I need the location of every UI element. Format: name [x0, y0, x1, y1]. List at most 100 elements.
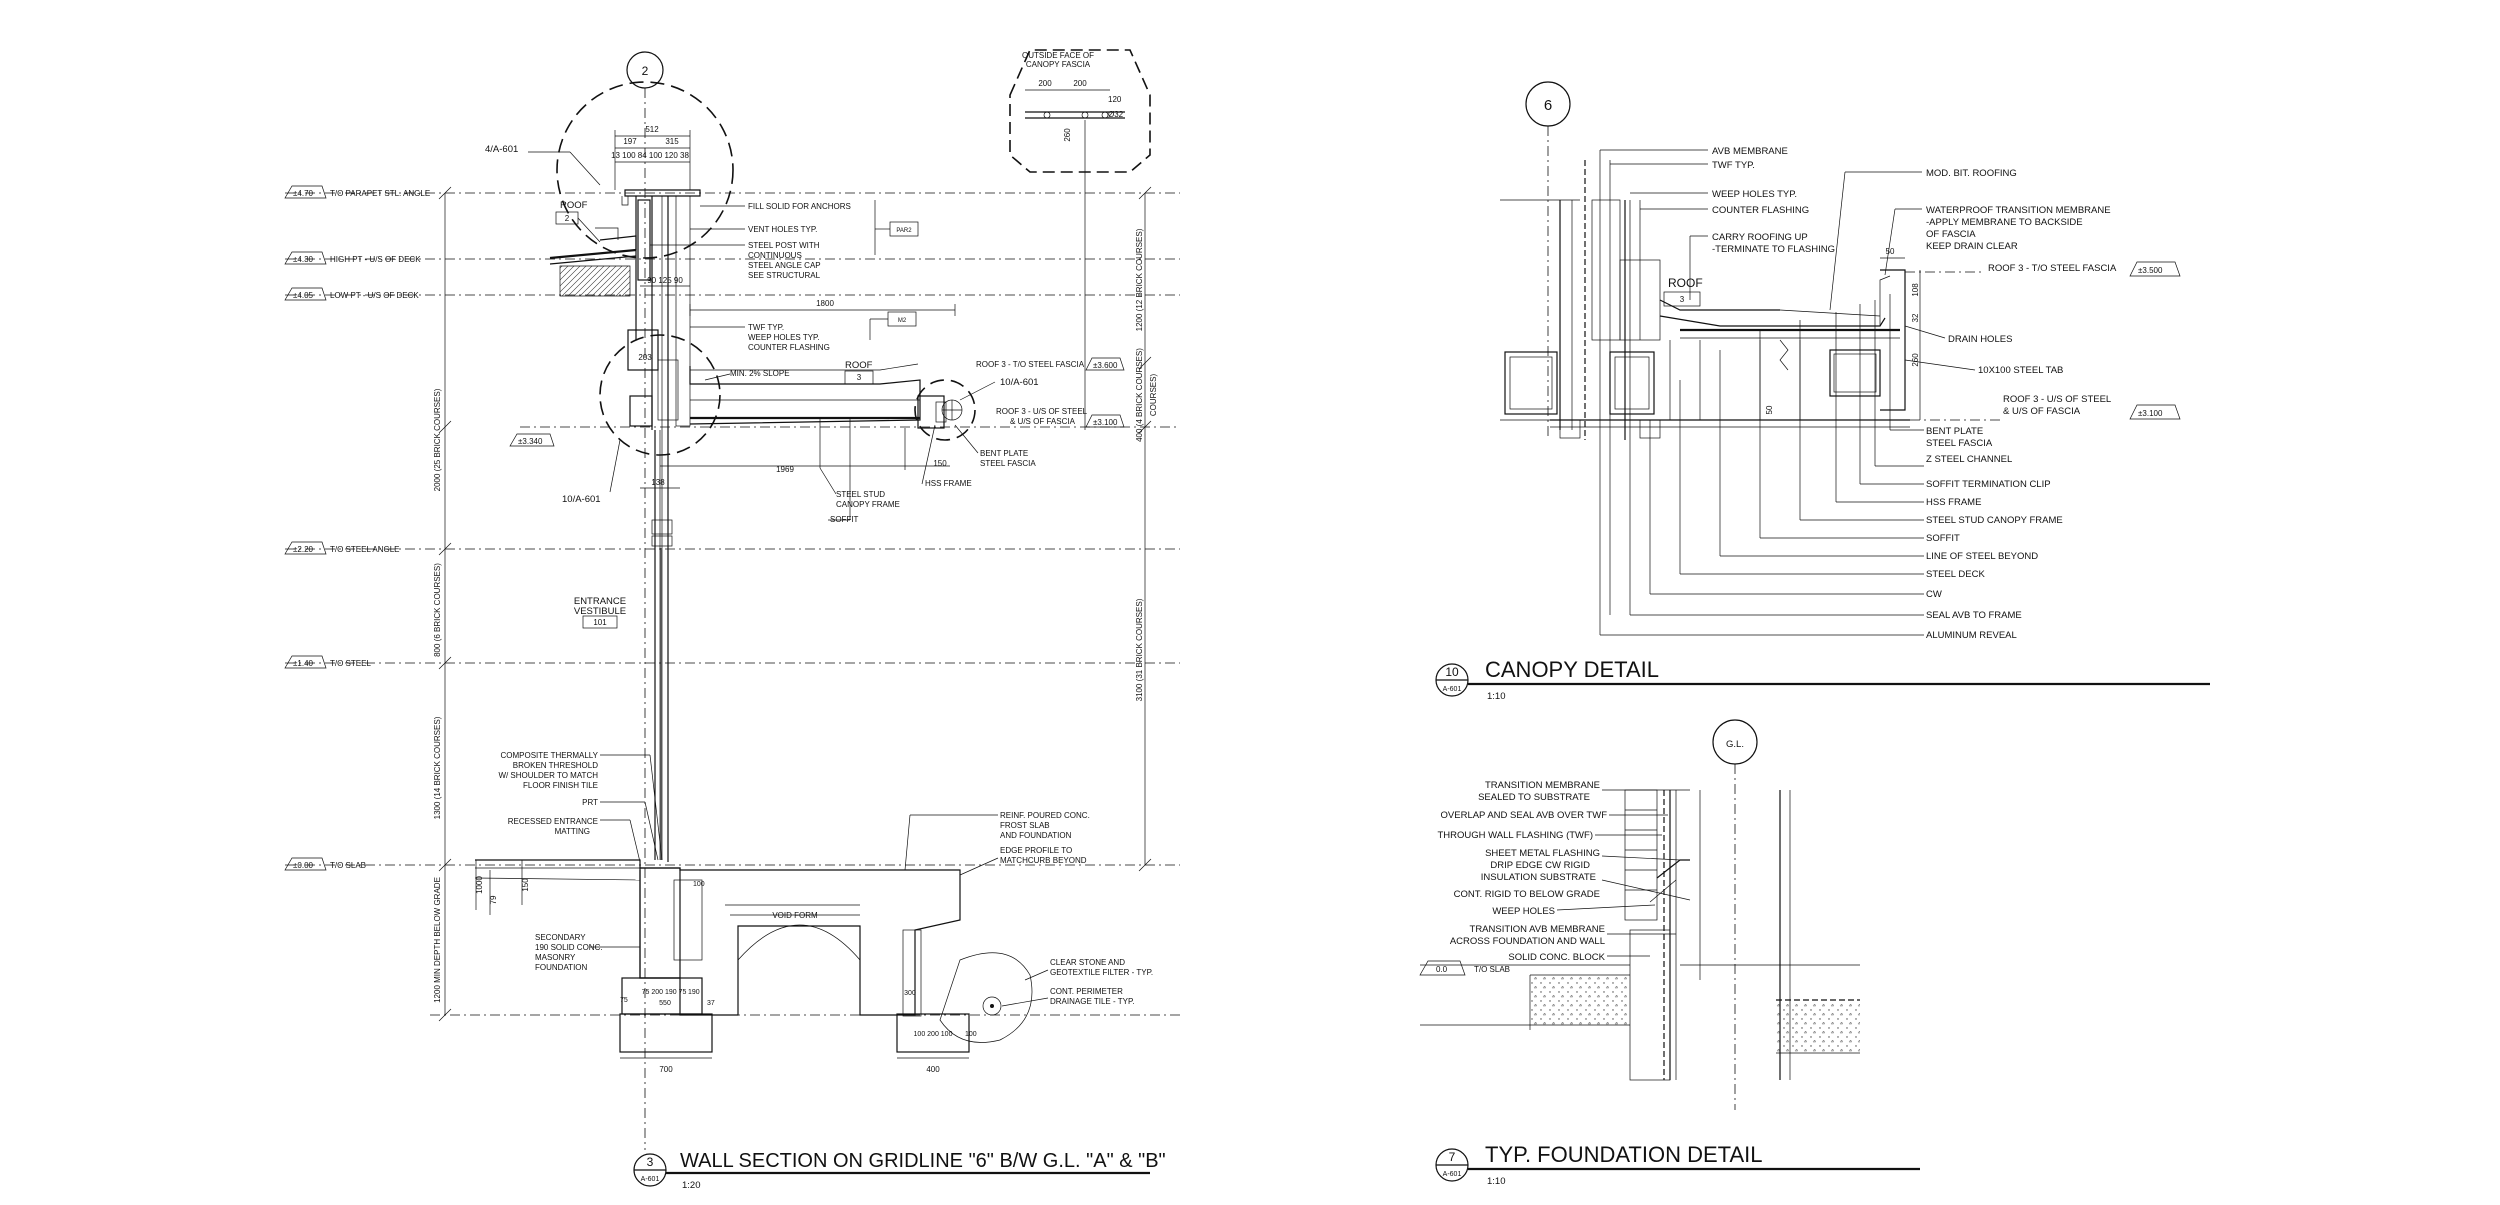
svg-text:MATTING: MATTING	[555, 827, 590, 836]
svg-text:FOUNDATION: FOUNDATION	[535, 963, 588, 972]
svg-text:ROOF 3 - T/O STEEL FASCIA: ROOF 3 - T/O STEEL FASCIA	[1988, 263, 2117, 274]
svg-text:EDGE PROFILE TO: EDGE PROFILE TO	[1000, 846, 1072, 855]
svg-text:VOID FORM: VOID FORM	[772, 911, 818, 920]
svg-text:ENTRANCE: ENTRANCE	[574, 596, 626, 607]
canopy-title-sheet: A-601	[1443, 686, 1462, 693]
svg-text:SOFFIT: SOFFIT	[830, 515, 859, 524]
svg-text:±4.05: ±4.05	[293, 291, 314, 300]
svg-text:VESTIBULE: VESTIBULE	[574, 606, 626, 617]
svg-text:ROOF: ROOF	[845, 360, 873, 371]
svg-text:COUNTER FLASHING: COUNTER FLASHING	[748, 343, 830, 352]
svg-text:190 SOLID CONC.: 190 SOLID CONC.	[535, 943, 603, 952]
right-dimensions: 1200 (12 BRICK COURSES) 400 (4 BRICK COU…	[1135, 186, 1158, 872]
svg-text:KEEP DRAIN CLEAR: KEEP DRAIN CLEAR	[1926, 241, 2018, 252]
level-tag-low: ±4.05 LOW PT - U/S OF DECK	[284, 287, 419, 301]
threshold-notes: COMPOSITE THERMALLY BROKEN THRESHOLD W/ …	[498, 751, 663, 863]
svg-text:0.0: 0.0	[1436, 965, 1448, 974]
svg-text:50: 50	[1886, 247, 1895, 256]
svg-text:VENT HOLES TYP.: VENT HOLES TYP.	[748, 225, 817, 234]
foundation-bubble: G.L.	[1726, 739, 1744, 750]
svg-text:512: 512	[645, 125, 659, 134]
title-text: WALL SECTION ON GRIDLINE "6" B/W G.L. "A…	[680, 1150, 1166, 1172]
level-lines	[285, 192, 1180, 1016]
svg-text:AVB MEMBRANE: AVB MEMBRANE	[1712, 146, 1788, 157]
callout-circle-right	[914, 379, 976, 441]
svg-text:315: 315	[665, 137, 679, 146]
svg-text:WEEP HOLES TYP.: WEEP HOLES TYP.	[1712, 189, 1797, 200]
title-block-foundation: 7 A-601 TYP. FOUNDATION DETAIL 1:10	[1435, 1142, 1920, 1187]
callout-ref-2: 10/A-601	[562, 494, 601, 505]
svg-text:T/O STEEL ANGLE: T/O STEEL ANGLE	[330, 545, 400, 554]
svg-text:OVERLAP AND SEAL AVB OVER TWF: OVERLAP AND SEAL AVB OVER TWF	[1441, 810, 1608, 821]
svg-text:1000: 1000	[475, 876, 484, 894]
roof-label: ROOF	[560, 200, 588, 211]
svg-text:2000 (25 BRICK COURSES): 2000 (25 BRICK COURSES)	[433, 388, 442, 491]
svg-text:1200 (12 BRICK COURSES): 1200 (12 BRICK COURSES)	[1135, 228, 1144, 331]
svg-text:WATERPROOF TRANSITION MEMBRANE: WATERPROOF TRANSITION MEMBRANE	[1926, 205, 2111, 216]
foundation-slab	[1420, 964, 1860, 1054]
svg-text:200: 200	[1038, 79, 1052, 88]
grid-bubble-label: 2	[642, 64, 649, 78]
svg-text:CANOPY FRAME: CANOPY FRAME	[836, 500, 900, 509]
svg-text:LINE OF STEEL BEYOND: LINE OF STEEL BEYOND	[1926, 551, 2038, 562]
svg-text:STEEL FASCIA: STEEL FASCIA	[980, 459, 1036, 468]
svg-text:CANOPY FASCIA: CANOPY FASCIA	[1026, 60, 1091, 69]
svg-text:STEEL FASCIA: STEEL FASCIA	[1926, 438, 1993, 449]
svg-text:±2.20: ±2.20	[293, 545, 314, 554]
title-number: 3	[647, 1155, 654, 1169]
svg-text:AND FOUNDATION: AND FOUNDATION	[1000, 831, 1072, 840]
entrance-door	[651, 430, 673, 862]
svg-text:DRAIN HOLES: DRAIN HOLES	[1948, 334, 2012, 345]
left-dimensions: 2000 (25 BRICK COURSES) 800 (6 BRICK COU…	[433, 186, 530, 1022]
svg-text:MIN. 2% SLOPE: MIN. 2% SLOPE	[730, 369, 790, 378]
top-dimensions: 512 197 315 13 100 84 100 120 38 90 125 …	[611, 125, 956, 489]
foundation-notes-list: TRANSITION MEMBRANE SEALED TO SUBSTRATE …	[1437, 780, 1691, 963]
svg-text:108: 108	[1911, 283, 1920, 297]
svg-text:±3.600: ±3.600	[1093, 361, 1118, 370]
svg-text:W/ SHOULDER TO MATCH: W/ SHOULDER TO MATCH	[498, 771, 598, 780]
svg-text:CW: CW	[1926, 589, 1942, 600]
svg-text:THROUGH WALL FLASHING (TWF): THROUGH WALL FLASHING (TWF)	[1437, 830, 1593, 841]
foundation-notes: SECONDARY 190 SOLID CONC. MASONRY FOUNDA…	[535, 811, 1153, 1007]
svg-text:±4.30: ±4.30	[293, 255, 314, 264]
svg-text:BENT PLATE: BENT PLATE	[980, 449, 1028, 458]
svg-text:STEEL DECK: STEEL DECK	[1926, 569, 1985, 580]
svg-text:& U/S OF FASCIA: & U/S OF FASCIA	[1010, 417, 1076, 426]
svg-text:±1.40: ±1.40	[293, 659, 314, 668]
svg-text:CONT. RIGID TO BELOW GRADE: CONT. RIGID TO BELOW GRADE	[1454, 889, 1600, 900]
svg-text:SEALED TO SUBSTRATE: SEALED TO SUBSTRATE	[1478, 792, 1590, 803]
svg-text:OUTSIDE FACE OF: OUTSIDE FACE OF	[1022, 51, 1094, 60]
foundation-title-scale: 1:10	[1487, 1176, 1506, 1187]
svg-text:BROKEN THRESHOLD: BROKEN THRESHOLD	[513, 761, 598, 770]
svg-text:±3.340: ±3.340	[518, 437, 543, 446]
svg-text:203: 203	[638, 353, 652, 362]
svg-text:TWF TYP.: TWF TYP.	[1712, 160, 1755, 171]
svg-text:Z STEEL CHANNEL: Z STEEL CHANNEL	[1926, 454, 2012, 465]
svg-text:REINF. POURED CONC.: REINF. POURED CONC.	[1000, 811, 1090, 820]
svg-text:PAR2: PAR2	[896, 228, 912, 234]
svg-text:T/O SLAB: T/O SLAB	[1474, 965, 1510, 974]
svg-text:197: 197	[623, 137, 637, 146]
canopy-notes-left: AVB MEMBRANE TWF TYP. WEEP HOLES TYP. CO…	[1600, 146, 1835, 300]
svg-text:WEEP HOLES TYP.: WEEP HOLES TYP.	[748, 333, 820, 342]
svg-text:400 (4 BRICK COURSES): 400 (4 BRICK COURSES)	[1135, 348, 1144, 442]
slab-foundation: VOID FORM 700 400 75 200 190 75 190 550 …	[474, 859, 1033, 1074]
canopy-leader-elbows	[1599, 420, 1924, 636]
svg-text:COMPOSITE THERMALLY: COMPOSITE THERMALLY	[501, 751, 599, 760]
svg-text:550: 550	[659, 1000, 671, 1007]
svg-text:3: 3	[857, 373, 862, 382]
svg-text:DRAINAGE TILE - TYP.: DRAINAGE TILE - TYP.	[1050, 997, 1134, 1006]
svg-text:STEEL STUD CANOPY FRAME: STEEL STUD CANOPY FRAME	[1926, 515, 2063, 526]
canopy-notes-right: MOD. BIT. ROOFING WATERPROOF TRANSITION …	[1829, 168, 2181, 421]
svg-text:10X100 STEEL TAB: 10X100 STEEL TAB	[1978, 365, 2063, 376]
svg-text:TRANSITION AVB MEMBRANE: TRANSITION AVB MEMBRANE	[1470, 924, 1605, 935]
foundation-detail: G.L.	[1419, 719, 1920, 1187]
svg-text:260: 260	[1063, 128, 1072, 142]
svg-text:±3.100: ±3.100	[1093, 418, 1118, 427]
level-tag-steel-angle: ±2.20 T/O STEEL ANGLE	[284, 541, 400, 555]
svg-text:COUNTER FLASHING: COUNTER FLASHING	[1712, 205, 1809, 216]
svg-text:1969: 1969	[776, 465, 794, 474]
svg-text:ALUMINUM REVEAL: ALUMINUM REVEAL	[1926, 630, 2017, 641]
svg-text:101: 101	[593, 618, 607, 627]
svg-text:FROST SLAB: FROST SLAB	[1000, 821, 1050, 830]
